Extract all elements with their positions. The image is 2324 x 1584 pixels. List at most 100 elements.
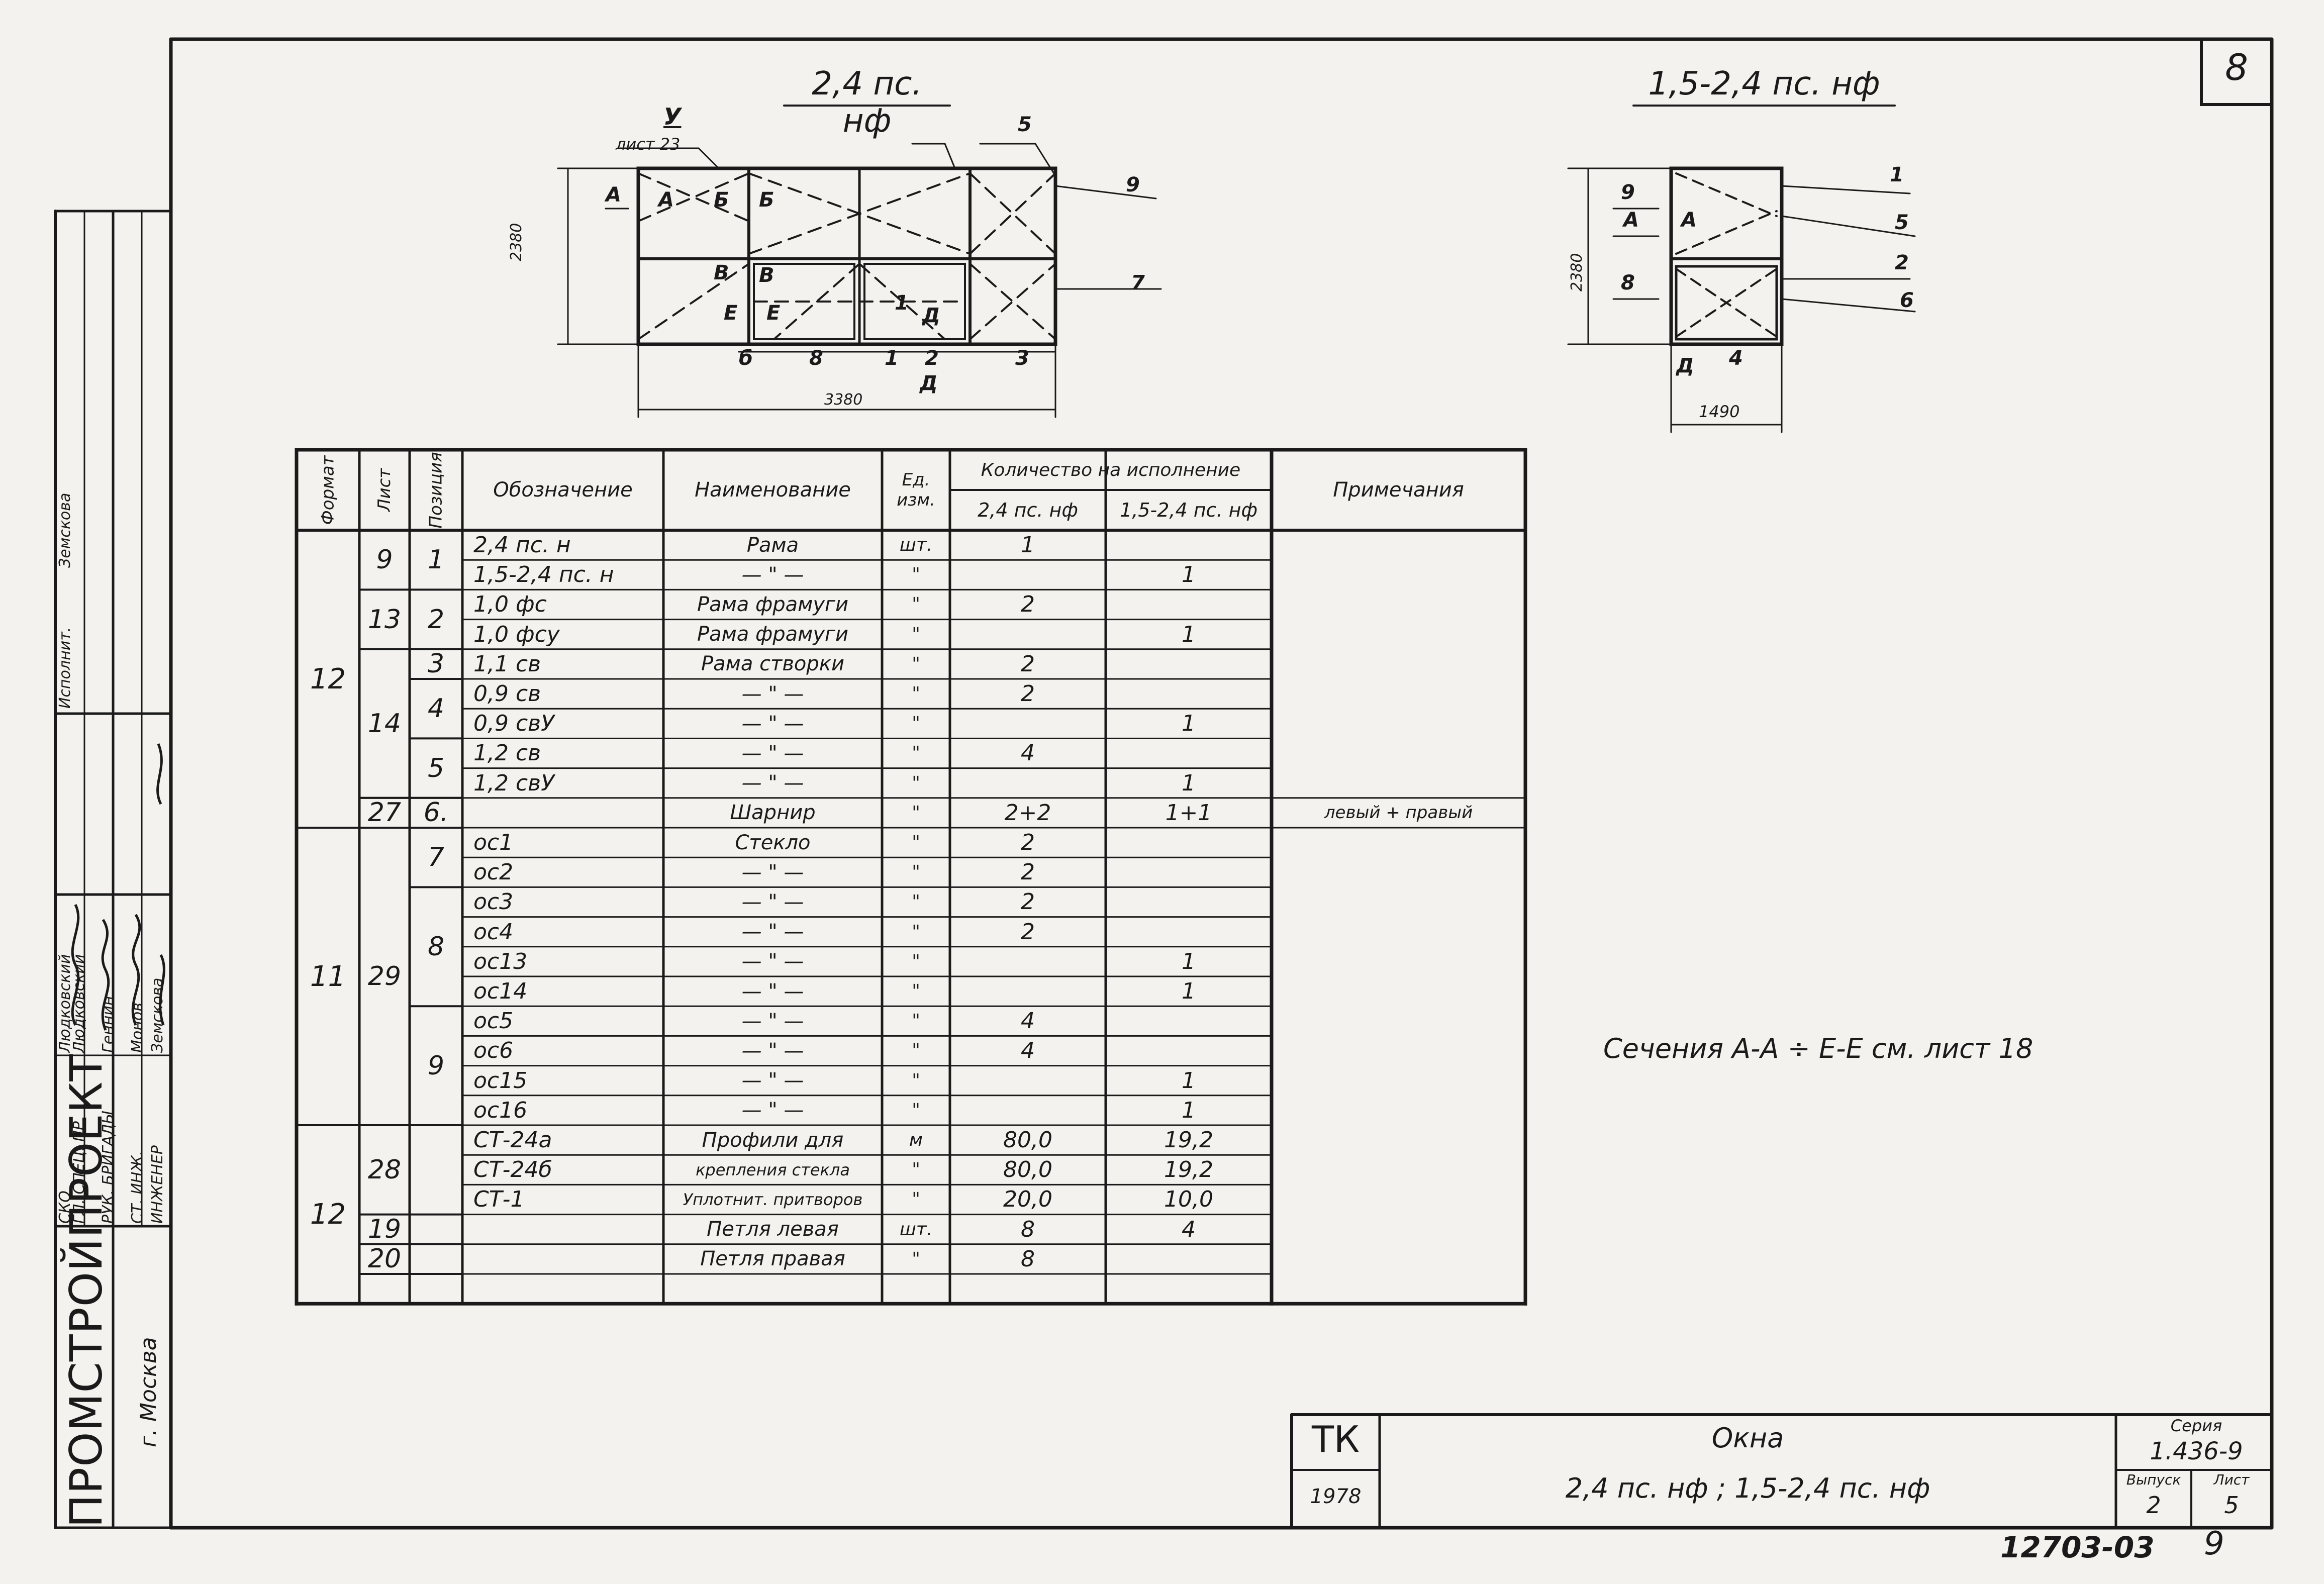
tb-series-value: 1.436-9 xyxy=(2150,1437,2243,1465)
cell-qty-a: 2 xyxy=(1021,591,1035,618)
tb-series-label: Серия xyxy=(2170,1416,2222,1435)
cell-unit: " xyxy=(912,683,920,705)
cell-designation: 1,2 свУ xyxy=(473,770,554,796)
cell-designation: ос14 xyxy=(473,978,528,1005)
sheet-group-7: 20 xyxy=(367,1244,402,1274)
header-designation: Обозначение xyxy=(493,478,633,502)
cell-qty-b: 1+1 xyxy=(1165,800,1212,826)
cell-qty-a: 2 xyxy=(1021,830,1035,856)
right-drawing-label: А xyxy=(1623,209,1639,232)
cell-qty-a: 80,0 xyxy=(1003,1127,1052,1153)
cell-name: Петля левая xyxy=(707,1218,839,1241)
left-dim-height: 2380 xyxy=(508,223,525,261)
right-drawing-title: 1,5-2,4 пс. нф xyxy=(1648,65,1880,103)
cell-unit: " xyxy=(912,594,920,615)
cell-name: Рама створки xyxy=(701,652,844,676)
cell-name: Рама фрамуги xyxy=(697,592,848,616)
header-sheet: Лист xyxy=(374,468,395,512)
position-group-10 xyxy=(410,1215,462,1244)
cell-unit: " xyxy=(912,743,920,764)
left-drawing-label: Д xyxy=(920,372,938,395)
cell-designation: ос13 xyxy=(473,948,528,974)
format-group-1: 11 xyxy=(310,960,346,993)
stamp-role-3: СТ. ИНЖ. xyxy=(129,1150,146,1224)
cell-qty-a: 2 xyxy=(1021,651,1035,677)
archive-number: 12703-03 xyxy=(2000,1530,2155,1564)
cell-unit: " xyxy=(912,1159,920,1180)
cell-unit: " xyxy=(912,1011,920,1032)
cell-unit: " xyxy=(912,772,920,794)
header-qty-b: 1,5-2,4 пс. нф xyxy=(1120,499,1257,521)
cell-unit: " xyxy=(912,951,920,972)
cell-designation: ос5 xyxy=(473,1008,514,1034)
cell-designation: 1,0 фсу xyxy=(473,621,560,647)
cell-qty-a xyxy=(950,1066,1106,1096)
format-group-0: 12 xyxy=(310,662,346,696)
cell-unit: " xyxy=(912,981,920,1002)
cell-qty-a: 2 xyxy=(1021,889,1035,915)
format-group-2: 12 xyxy=(310,1198,346,1231)
cell-unit: " xyxy=(912,653,920,674)
cell-unit: " xyxy=(912,1189,920,1210)
cell-qty-b xyxy=(1106,1006,1272,1036)
cell-qty-a: 8 xyxy=(1021,1216,1035,1242)
position-group-9 xyxy=(410,1125,462,1215)
sheet-number: 8 xyxy=(2225,46,2248,88)
cell-designation: 1,5-2,4 пс. н xyxy=(473,562,614,588)
left-drawing-label: 9 xyxy=(1126,173,1140,196)
cell-qty-a: 2 xyxy=(1021,859,1035,885)
cell-unit: " xyxy=(912,713,920,734)
right-drawing-label: Д xyxy=(1676,354,1694,377)
cell-designation xyxy=(462,1244,663,1274)
window-elevation-left xyxy=(557,105,1162,418)
cell-name: Уплотнит. притворов xyxy=(683,1190,863,1209)
cell-qty-b: 4 xyxy=(1182,1216,1196,1242)
cell-qty-a xyxy=(950,976,1106,1006)
tb-code: ТК xyxy=(1311,1418,1360,1460)
position-group-7: 8 xyxy=(427,931,445,962)
cell-qty-b: 1 xyxy=(1182,711,1196,737)
cell-designation: ос16 xyxy=(473,1097,528,1123)
left-drawing-label: В xyxy=(759,264,774,287)
sheet-group-1: 13 xyxy=(367,604,402,635)
header-qty-group: Количество на исполнение xyxy=(981,459,1241,480)
cell-unit: " xyxy=(912,1100,920,1121)
cell-unit: шт. xyxy=(899,1219,933,1240)
cell-qty-b xyxy=(1106,1036,1272,1065)
sheet-group-8 xyxy=(359,1274,410,1304)
tb-sheet-label: Лист xyxy=(2213,1471,2250,1488)
stamp-executor-label: Исполнит. xyxy=(56,627,74,709)
position-group-11 xyxy=(410,1244,462,1274)
stamp-signatures xyxy=(71,743,165,1031)
left-drawing-label: 1 xyxy=(885,347,899,370)
stamp-city: г. Москва xyxy=(136,1337,161,1447)
left-ref-letter: У xyxy=(663,103,682,130)
cell-qty-b xyxy=(1106,1244,1272,1274)
left-ref-sheet: лист 23 xyxy=(616,135,681,154)
cell-qty-b: 1 xyxy=(1182,1067,1196,1094)
cell-unit: " xyxy=(912,862,920,883)
cell-designation xyxy=(462,798,663,828)
cell-unit: " xyxy=(912,802,920,823)
position-group-2: 3 xyxy=(427,649,445,679)
right-drawing-label: 2 xyxy=(1895,251,1909,274)
header-unit: Ед. изм. xyxy=(897,470,935,510)
cell-designation: 0,9 свУ xyxy=(473,711,554,737)
cell-designation: СТ-1 xyxy=(473,1186,525,1213)
stamp-role-4: ИНЖЕНЕР xyxy=(149,1145,166,1224)
cell-name: — " — xyxy=(741,1069,804,1093)
right-dim-width: 1490 xyxy=(1699,402,1740,421)
cell-qty-a xyxy=(950,947,1106,976)
cell-qty-b: 1 xyxy=(1182,562,1196,588)
cell-qty-a: 2 xyxy=(1021,681,1035,707)
left-drawing-label: 3 xyxy=(1015,347,1029,370)
cell-name: — " — xyxy=(741,979,804,1003)
cell-qty-b xyxy=(1106,887,1272,917)
cell-unit: м xyxy=(909,1130,923,1151)
cell-name: — " — xyxy=(741,890,804,914)
cell-qty-a: 1 xyxy=(1021,532,1035,558)
cell-designation: ос15 xyxy=(473,1067,528,1094)
sheet-group-3: 27 xyxy=(367,798,402,828)
tb-issue-label: Выпуск xyxy=(2126,1471,2181,1488)
cell-name: Петля правая xyxy=(700,1247,845,1271)
